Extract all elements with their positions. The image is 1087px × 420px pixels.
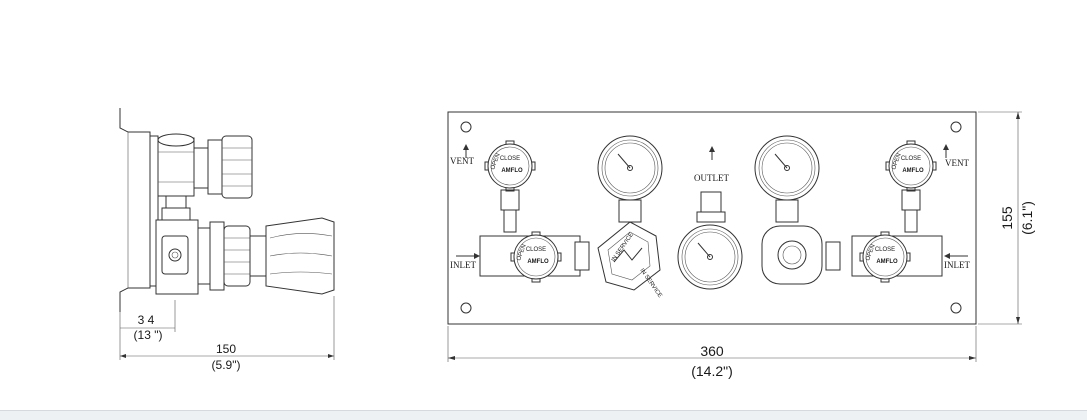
side-dim-width: 150 xyxy=(216,342,236,356)
front-dim-width-inch: (14.2") xyxy=(691,363,733,379)
front-dim-width: 360 xyxy=(700,343,724,359)
front-dim-height: 155 xyxy=(999,206,1015,230)
valve-label-close: CLOSE xyxy=(500,156,520,162)
side-dim-small-inch: (13 ") xyxy=(134,328,163,342)
valve-brand: AMFLO xyxy=(902,168,924,174)
valve-label-open: OPEN xyxy=(891,153,902,171)
valve-label-close: CLOSE xyxy=(526,247,546,253)
side-dim-small: 3 4 xyxy=(138,313,155,327)
vent-left-label: VENT xyxy=(450,156,474,166)
valve-label-close: CLOSE xyxy=(901,156,921,162)
front-dim-height-inch: (6.1") xyxy=(1019,201,1035,235)
front-view xyxy=(447,111,1022,362)
side-view xyxy=(119,108,335,360)
valve-brand: AMFLO xyxy=(876,259,898,265)
valve-label-open: OPEN xyxy=(490,153,501,171)
valve-label-close: CLOSE xyxy=(875,247,895,253)
valve-label-open: OPEN xyxy=(865,244,876,262)
valve-label-open: OPEN xyxy=(516,244,527,262)
side-dim-width-inch: (5.9") xyxy=(212,358,241,372)
inlet-right-label: INLET xyxy=(944,260,970,270)
bottom-rule xyxy=(0,410,1087,420)
vent-right-label: VENT xyxy=(945,158,969,168)
valve-brand: AMFLO xyxy=(501,168,523,174)
valve-brand: AMFLO xyxy=(527,259,549,265)
outlet-label: OUTLET xyxy=(694,173,729,183)
inlet-left-label: INLET xyxy=(450,260,476,270)
